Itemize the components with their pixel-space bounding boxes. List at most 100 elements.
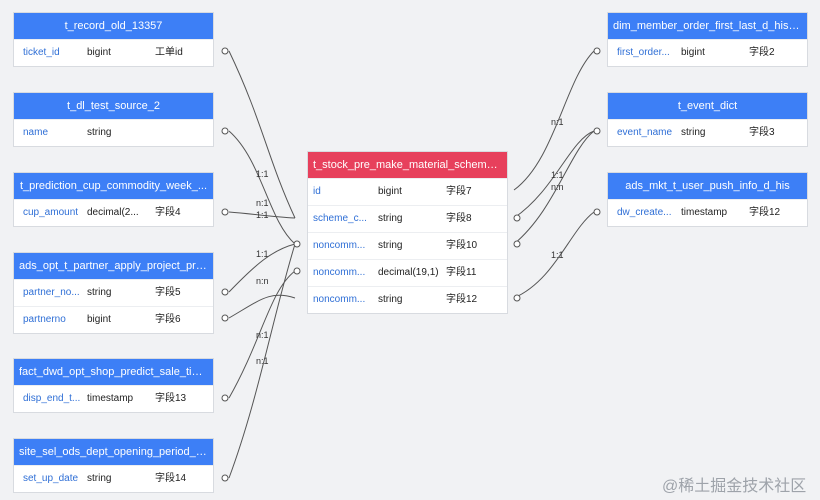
column-type: string — [378, 294, 403, 305]
column-name: partnerno — [23, 314, 66, 325]
column-type: bigint — [378, 186, 402, 197]
column-type: string — [378, 240, 403, 251]
table-title[interactable]: ads_mkt_t_user_push_info_d_his — [608, 173, 807, 199]
column-name: partner_no... — [23, 287, 80, 298]
edge-label: 1:1 — [256, 169, 269, 179]
table-title[interactable]: t_event_dict — [608, 93, 807, 119]
edge-t2-center — [228, 130, 296, 245]
edge-label: n:1 — [256, 330, 269, 340]
table-row[interactable]: ticket_id bigint 工单id — [14, 39, 213, 66]
table-title[interactable]: t_prediction_cup_commodity_week_... — [14, 173, 213, 199]
column-name: dw_create... — [617, 207, 672, 218]
edge-t4a-center — [228, 243, 296, 293]
column-name: cup_amount — [23, 207, 79, 218]
edge-label: n:1 — [256, 356, 269, 366]
column-name: name — [23, 127, 49, 138]
table-t-prediction-cup[interactable]: t_prediction_cup_commodity_week_... cup_… — [13, 172, 214, 227]
column-name: noncomm... — [313, 267, 366, 278]
column-type: string — [378, 213, 403, 224]
table-row[interactable]: noncomm... string 字段12 — [308, 286, 507, 313]
column-type: decimal(2... — [87, 207, 139, 218]
column-name: disp_end_t... — [23, 393, 81, 404]
edge-center-r1 — [513, 50, 595, 191]
column-comment: 字段6 — [155, 314, 181, 325]
column-type: bigint — [87, 47, 111, 58]
edge-label: 1:1 — [551, 250, 564, 260]
column-comment: 字段5 — [155, 287, 181, 298]
column-name: id — [313, 186, 321, 197]
column-comment: 字段10 — [446, 240, 478, 251]
edge-t1-center — [228, 50, 296, 219]
column-comment: 字段12 — [749, 207, 781, 218]
edge-center-r2a — [513, 130, 595, 219]
edge-t4b-center — [228, 294, 296, 319]
column-name: event_name — [617, 127, 673, 138]
table-t-record-old[interactable]: t_record_old_13357 ticket_id bigint 工单id — [13, 12, 214, 67]
column-type: string — [87, 127, 112, 138]
column-type: timestamp — [681, 207, 728, 218]
watermark: @稀土掘金技术社区 — [662, 478, 807, 495]
column-type: bigint — [681, 47, 705, 58]
table-t-event-dict[interactable]: t_event_dict event_name string 字段3 — [607, 92, 808, 147]
table-row[interactable]: partner_no... string 字段5 — [14, 279, 213, 306]
edge-label: n:n — [256, 276, 269, 286]
table-t-dl-test-source[interactable]: t_dl_test_source_2 name string — [13, 92, 214, 147]
table-site-sel-ods-dept[interactable]: site_sel_ods_dept_opening_period_c... se… — [13, 438, 214, 493]
column-name: set_up_date — [23, 473, 79, 484]
table-row[interactable]: set_up_date string 字段14 — [14, 465, 213, 492]
column-comment: 字段13 — [155, 393, 187, 404]
table-title[interactable]: t_dl_test_source_2 — [14, 93, 213, 119]
edge-t3-center — [228, 211, 296, 219]
column-type: timestamp — [87, 393, 134, 404]
column-type: decimal(19,1) — [378, 267, 439, 278]
table-row[interactable]: dw_create... timestamp 字段12 — [608, 199, 807, 226]
table-row[interactable]: first_order... bigint 字段2 — [608, 39, 807, 66]
edge-t5-center — [228, 270, 296, 399]
column-name: first_order... — [617, 47, 670, 58]
column-comment: 字段2 — [749, 47, 775, 58]
column-name: noncomm... — [313, 240, 366, 251]
column-comment: 字段4 — [155, 207, 181, 218]
column-comment: 字段8 — [446, 213, 472, 224]
column-comment: 工单id — [155, 47, 183, 58]
column-name: ticket_id — [23, 47, 60, 58]
column-type: string — [681, 127, 706, 138]
column-name: scheme_c... — [313, 213, 367, 224]
column-comment: 字段12 — [446, 294, 478, 305]
edge-center-r3 — [513, 211, 595, 299]
table-title[interactable]: t_stock_pre_make_material_scheme_... — [308, 152, 507, 178]
table-title[interactable]: t_record_old_13357 — [14, 13, 213, 39]
table-row[interactable]: partnerno bigint 字段6 — [14, 306, 213, 333]
edge-label: n:n — [551, 182, 564, 192]
edge-label: 1:1 — [551, 170, 564, 180]
table-fact-dwd-opt-shop[interactable]: fact_dwd_opt_shop_predict_sale_tim... di… — [13, 358, 214, 413]
edge-label: n:1 — [256, 198, 269, 208]
table-ads-opt-partner[interactable]: ads_opt_t_partner_apply_project_pro... p… — [13, 252, 214, 334]
table-dim-member-order[interactable]: dim_member_order_first_last_d_his_... fi… — [607, 12, 808, 67]
table-row[interactable]: id bigint 字段7 — [308, 178, 507, 205]
edge-center-r2b — [513, 130, 595, 245]
table-row[interactable]: noncomm... decimal(19,1) 字段11 — [308, 259, 507, 286]
column-type: bigint — [87, 314, 111, 325]
edge-label: 1:1 — [256, 210, 269, 220]
table-row[interactable]: scheme_c... string 字段8 — [308, 205, 507, 232]
table-row[interactable]: cup_amount decimal(2... 字段4 — [14, 199, 213, 226]
column-comment: 字段3 — [749, 127, 775, 138]
table-title[interactable]: fact_dwd_opt_shop_predict_sale_tim... — [14, 359, 213, 385]
table-title[interactable]: ads_opt_t_partner_apply_project_pro... — [14, 253, 213, 279]
table-row[interactable]: disp_end_t... timestamp 字段13 — [14, 385, 213, 412]
table-title[interactable]: site_sel_ods_dept_opening_period_c... — [14, 439, 213, 465]
edge-label: 1:1 — [256, 249, 269, 259]
table-ads-mkt-user-push[interactable]: ads_mkt_t_user_push_info_d_his dw_create… — [607, 172, 808, 227]
column-comment: 字段14 — [155, 473, 187, 484]
edge-t6-center — [228, 243, 296, 479]
column-name: noncomm... — [313, 294, 366, 305]
table-row[interactable]: event_name string 字段3 — [608, 119, 807, 146]
table-row[interactable]: name string — [14, 119, 213, 146]
table-row[interactable]: noncomm... string 字段10 — [308, 232, 507, 259]
column-type: string — [87, 287, 112, 298]
column-type: string — [87, 473, 112, 484]
table-t-stock-pre-make[interactable]: t_stock_pre_make_material_scheme_... id … — [307, 151, 508, 314]
table-title[interactable]: dim_member_order_first_last_d_his_... — [608, 13, 807, 39]
